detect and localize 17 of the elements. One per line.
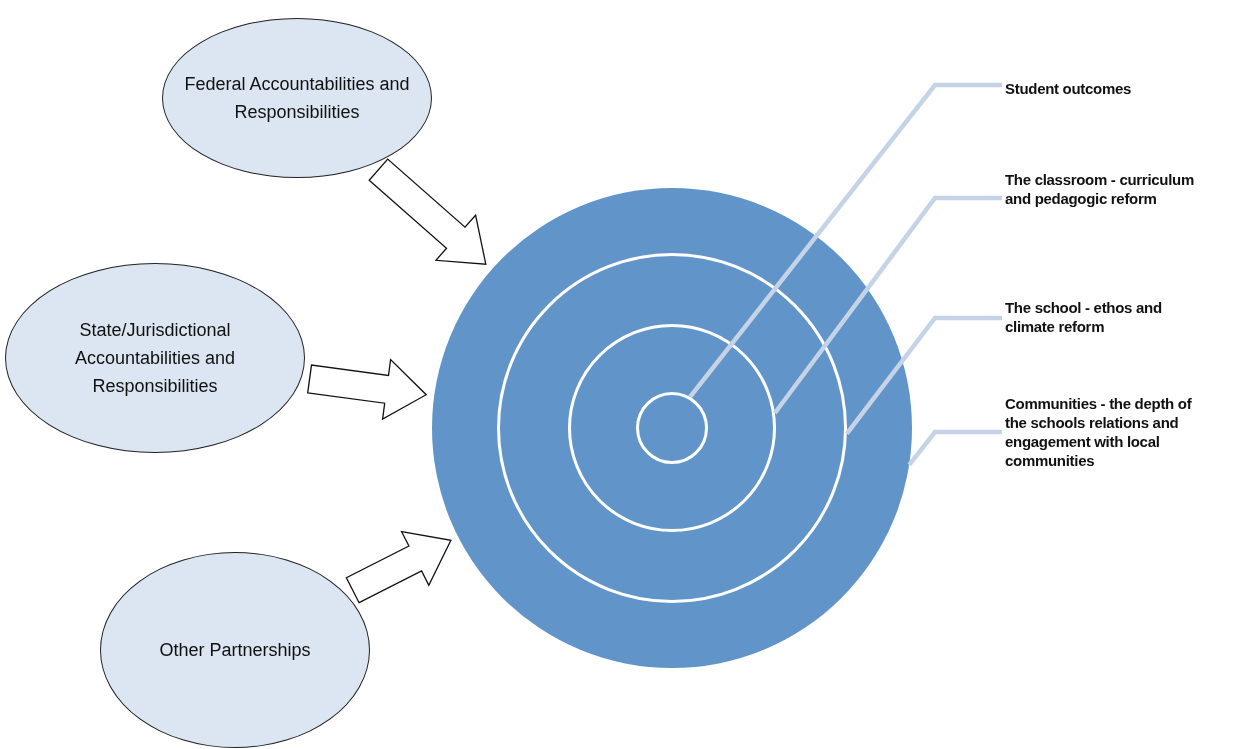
target-ring (497, 253, 847, 603)
block-arrow (306, 358, 428, 421)
target-ring (636, 392, 708, 464)
ring-label: Student outcomes (1005, 79, 1205, 98)
node-label: Federal Accountabilities and Responsibilities (183, 73, 411, 124)
ring-label: The school - ethos and climate reform (1005, 298, 1195, 336)
node-label: Other Partnerships (158, 639, 312, 662)
block-arrow (368, 158, 487, 265)
ring-label: Communities - the depth of the schools relations and engagement with local communities (1005, 394, 1210, 470)
target-ring (568, 324, 776, 532)
ring-label: The classroom - curriculum and pedagogic reform (1005, 170, 1205, 208)
block-arrow (345, 530, 452, 604)
node-label: State/Jurisdictional Accountabilities and Responsibilities (73, 319, 237, 398)
leader-line (773, 195, 1002, 415)
leader-line (907, 429, 1002, 467)
leader-line (845, 315, 1002, 435)
leader-line (688, 82, 1002, 399)
